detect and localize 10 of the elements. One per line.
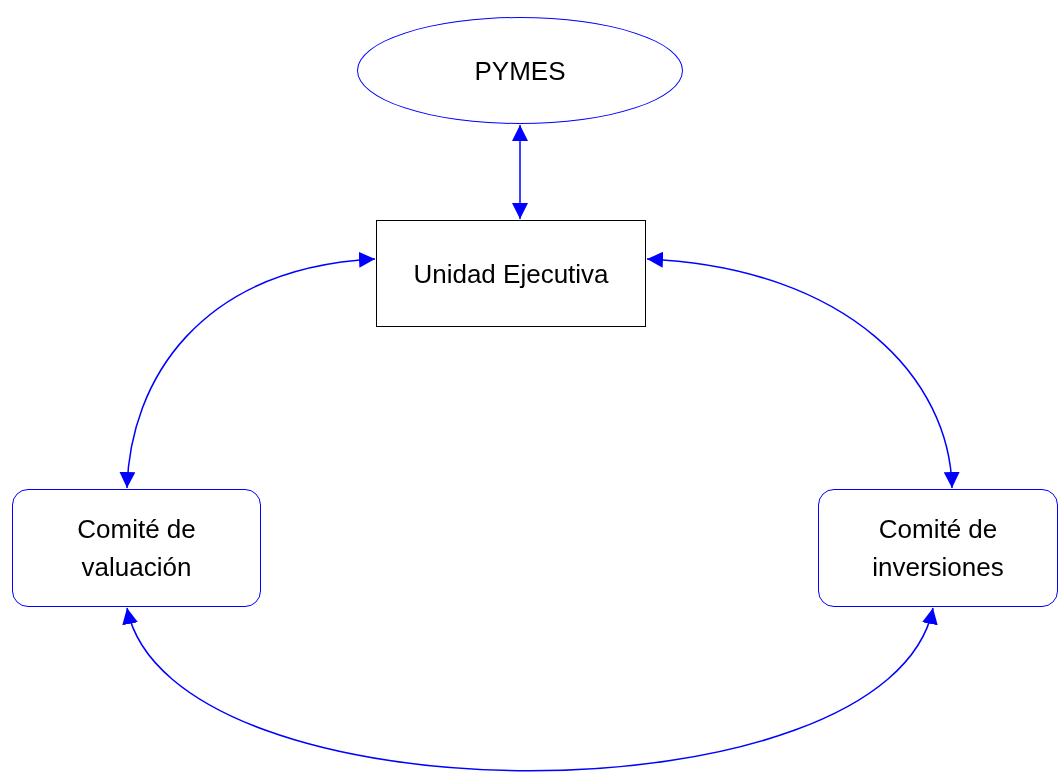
node-label: Comité de inversiones bbox=[871, 513, 1005, 584]
process-box bbox=[376, 220, 646, 327]
rounded-box bbox=[818, 489, 1058, 607]
double-arrow bbox=[512, 124, 528, 220]
node-label: Comité de valuación bbox=[76, 513, 197, 584]
double-arrow bbox=[646, 252, 959, 489]
double-arrow bbox=[120, 252, 376, 489]
node-label: Unidad Ejecutiva bbox=[412, 257, 610, 291]
node-label: PYMES bbox=[473, 54, 567, 88]
rounded-box bbox=[12, 489, 261, 607]
